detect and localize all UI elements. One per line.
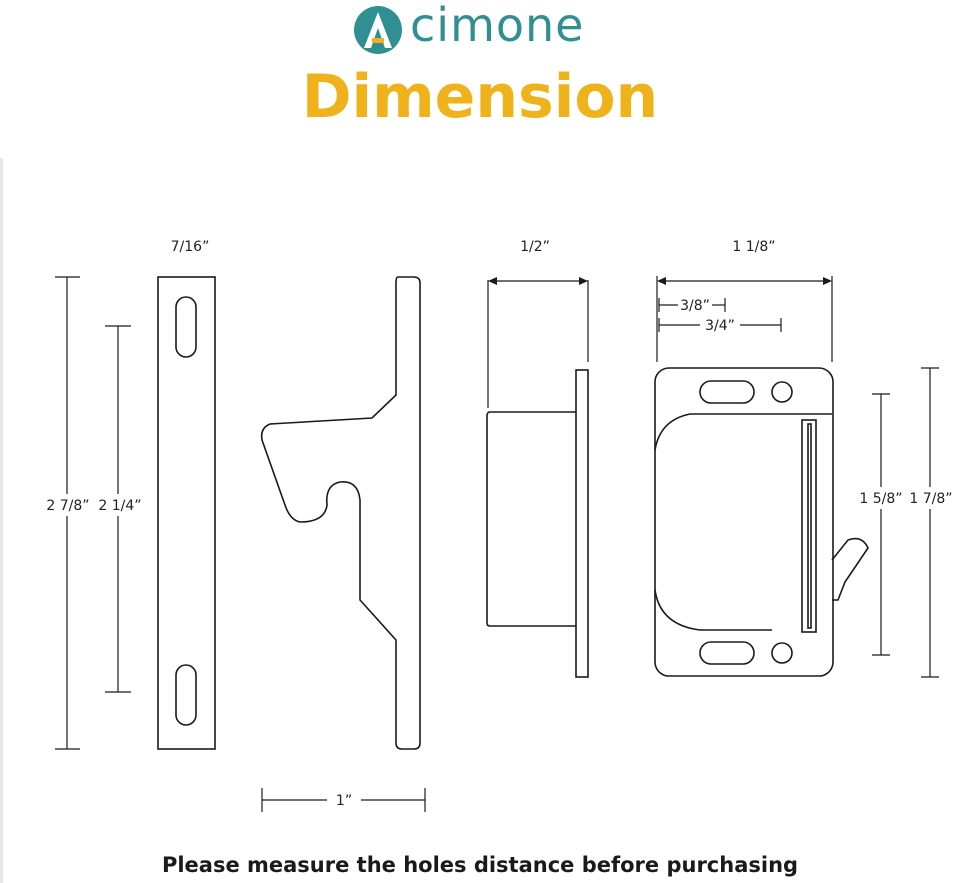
dim-hole-offset-small: 3/8”: [680, 298, 710, 314]
dim-hole-offset-large: 3/4”: [705, 318, 735, 334]
plate-hole-top: [175, 296, 197, 358]
latch-slot: [801, 419, 817, 633]
latch-housing: [654, 367, 834, 677]
latch-tab: [831, 537, 869, 601]
dim-housing-width: 1 1/8”: [732, 239, 775, 255]
housing-round-hole-top: [771, 381, 793, 403]
latch-side-flange: [575, 369, 589, 678]
acimone-logo-icon: [354, 6, 402, 54]
housing-slot-hole-top: [699, 380, 755, 404]
hook-profile: [260, 276, 421, 750]
dim-housing-height: 1 7/8”: [909, 491, 952, 507]
dim-plate-width: 7/16”: [171, 239, 210, 255]
dim-hook-width: 1”: [336, 793, 352, 809]
dim-side-depth: 1/2”: [520, 239, 550, 255]
dim-hole-spacing: 2 1/4”: [98, 498, 141, 514]
latch-housing-cover-bottom: [654, 589, 772, 631]
latch-side-body: [486, 411, 576, 627]
brand-header: cimone: [0, 0, 960, 60]
page-title: Dimension: [301, 62, 659, 132]
brand-name: cimone: [410, 0, 585, 52]
latch-slot-inner: [807, 423, 812, 629]
dim-housing-inner-height: 1 5/8”: [859, 491, 902, 507]
latch-housing-cover-top: [654, 413, 832, 451]
plate-hole-bottom: [175, 664, 197, 726]
housing-slot-hole-bottom: [699, 641, 755, 665]
housing-round-hole-bottom: [771, 642, 793, 664]
page-edge-divider: [0, 158, 3, 883]
purchase-note: Please measure the holes distance before…: [161, 853, 799, 877]
dim-plate-height: 2 7/8”: [46, 498, 89, 514]
strike-plate: [157, 276, 216, 750]
